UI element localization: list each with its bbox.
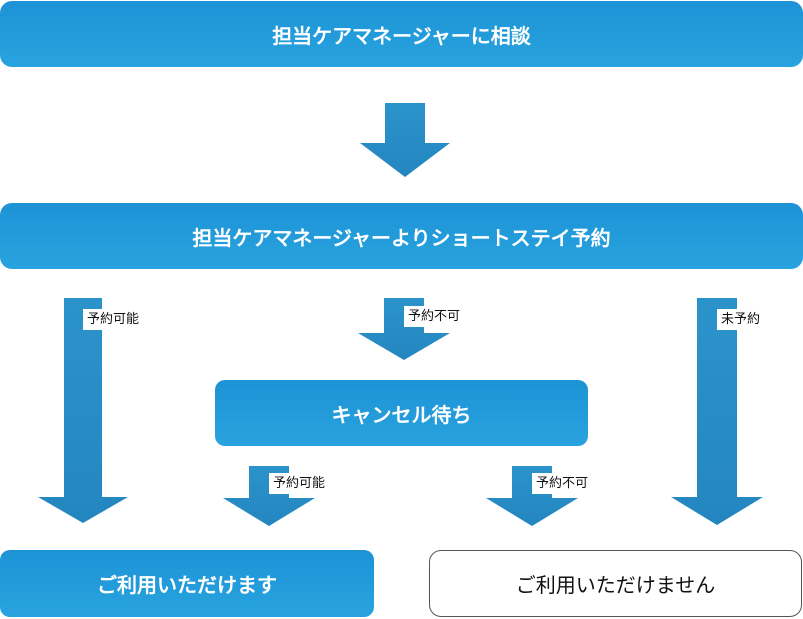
arrow-consult-to-reserve <box>360 103 450 177</box>
arrow-wait-not-reservable <box>486 466 578 526</box>
label-not-reservable-wait: 予約不可 <box>532 473 593 494</box>
step-waitlist-label: キャンセル待ち <box>331 402 472 427</box>
result-available-label: ご利用いただけます <box>97 573 277 597</box>
label-reservable-wait: 予約可能 <box>269 473 330 494</box>
result-available: ご利用いただけます <box>0 550 374 617</box>
step-consult-label: 担当ケアマネージャーに相談 <box>272 23 531 48</box>
step-waitlist: キャンセル待ち <box>215 380 588 446</box>
step-reserve: 担当ケアマネージャーよりショートステイ予約 <box>0 203 803 269</box>
result-unavailable-label: ご利用いただけません <box>515 573 716 597</box>
label-unreserved-right: 未予約 <box>717 309 765 330</box>
arrow-wait-reservable <box>223 466 315 526</box>
label-not-reservable-mid: 予約不可 <box>404 306 465 327</box>
result-unavailable: ご利用いただけません <box>429 550 802 617</box>
step-reserve-label: 担当ケアマネージャーよりショートステイ予約 <box>192 225 611 250</box>
arrow-unreserved-right <box>671 298 763 525</box>
arrow-to-waitlist <box>358 298 450 360</box>
arrow-reservable-left <box>38 298 128 523</box>
step-consult: 担当ケアマネージャーに相談 <box>0 1 803 67</box>
label-reservable-left: 予約可能 <box>83 309 144 330</box>
